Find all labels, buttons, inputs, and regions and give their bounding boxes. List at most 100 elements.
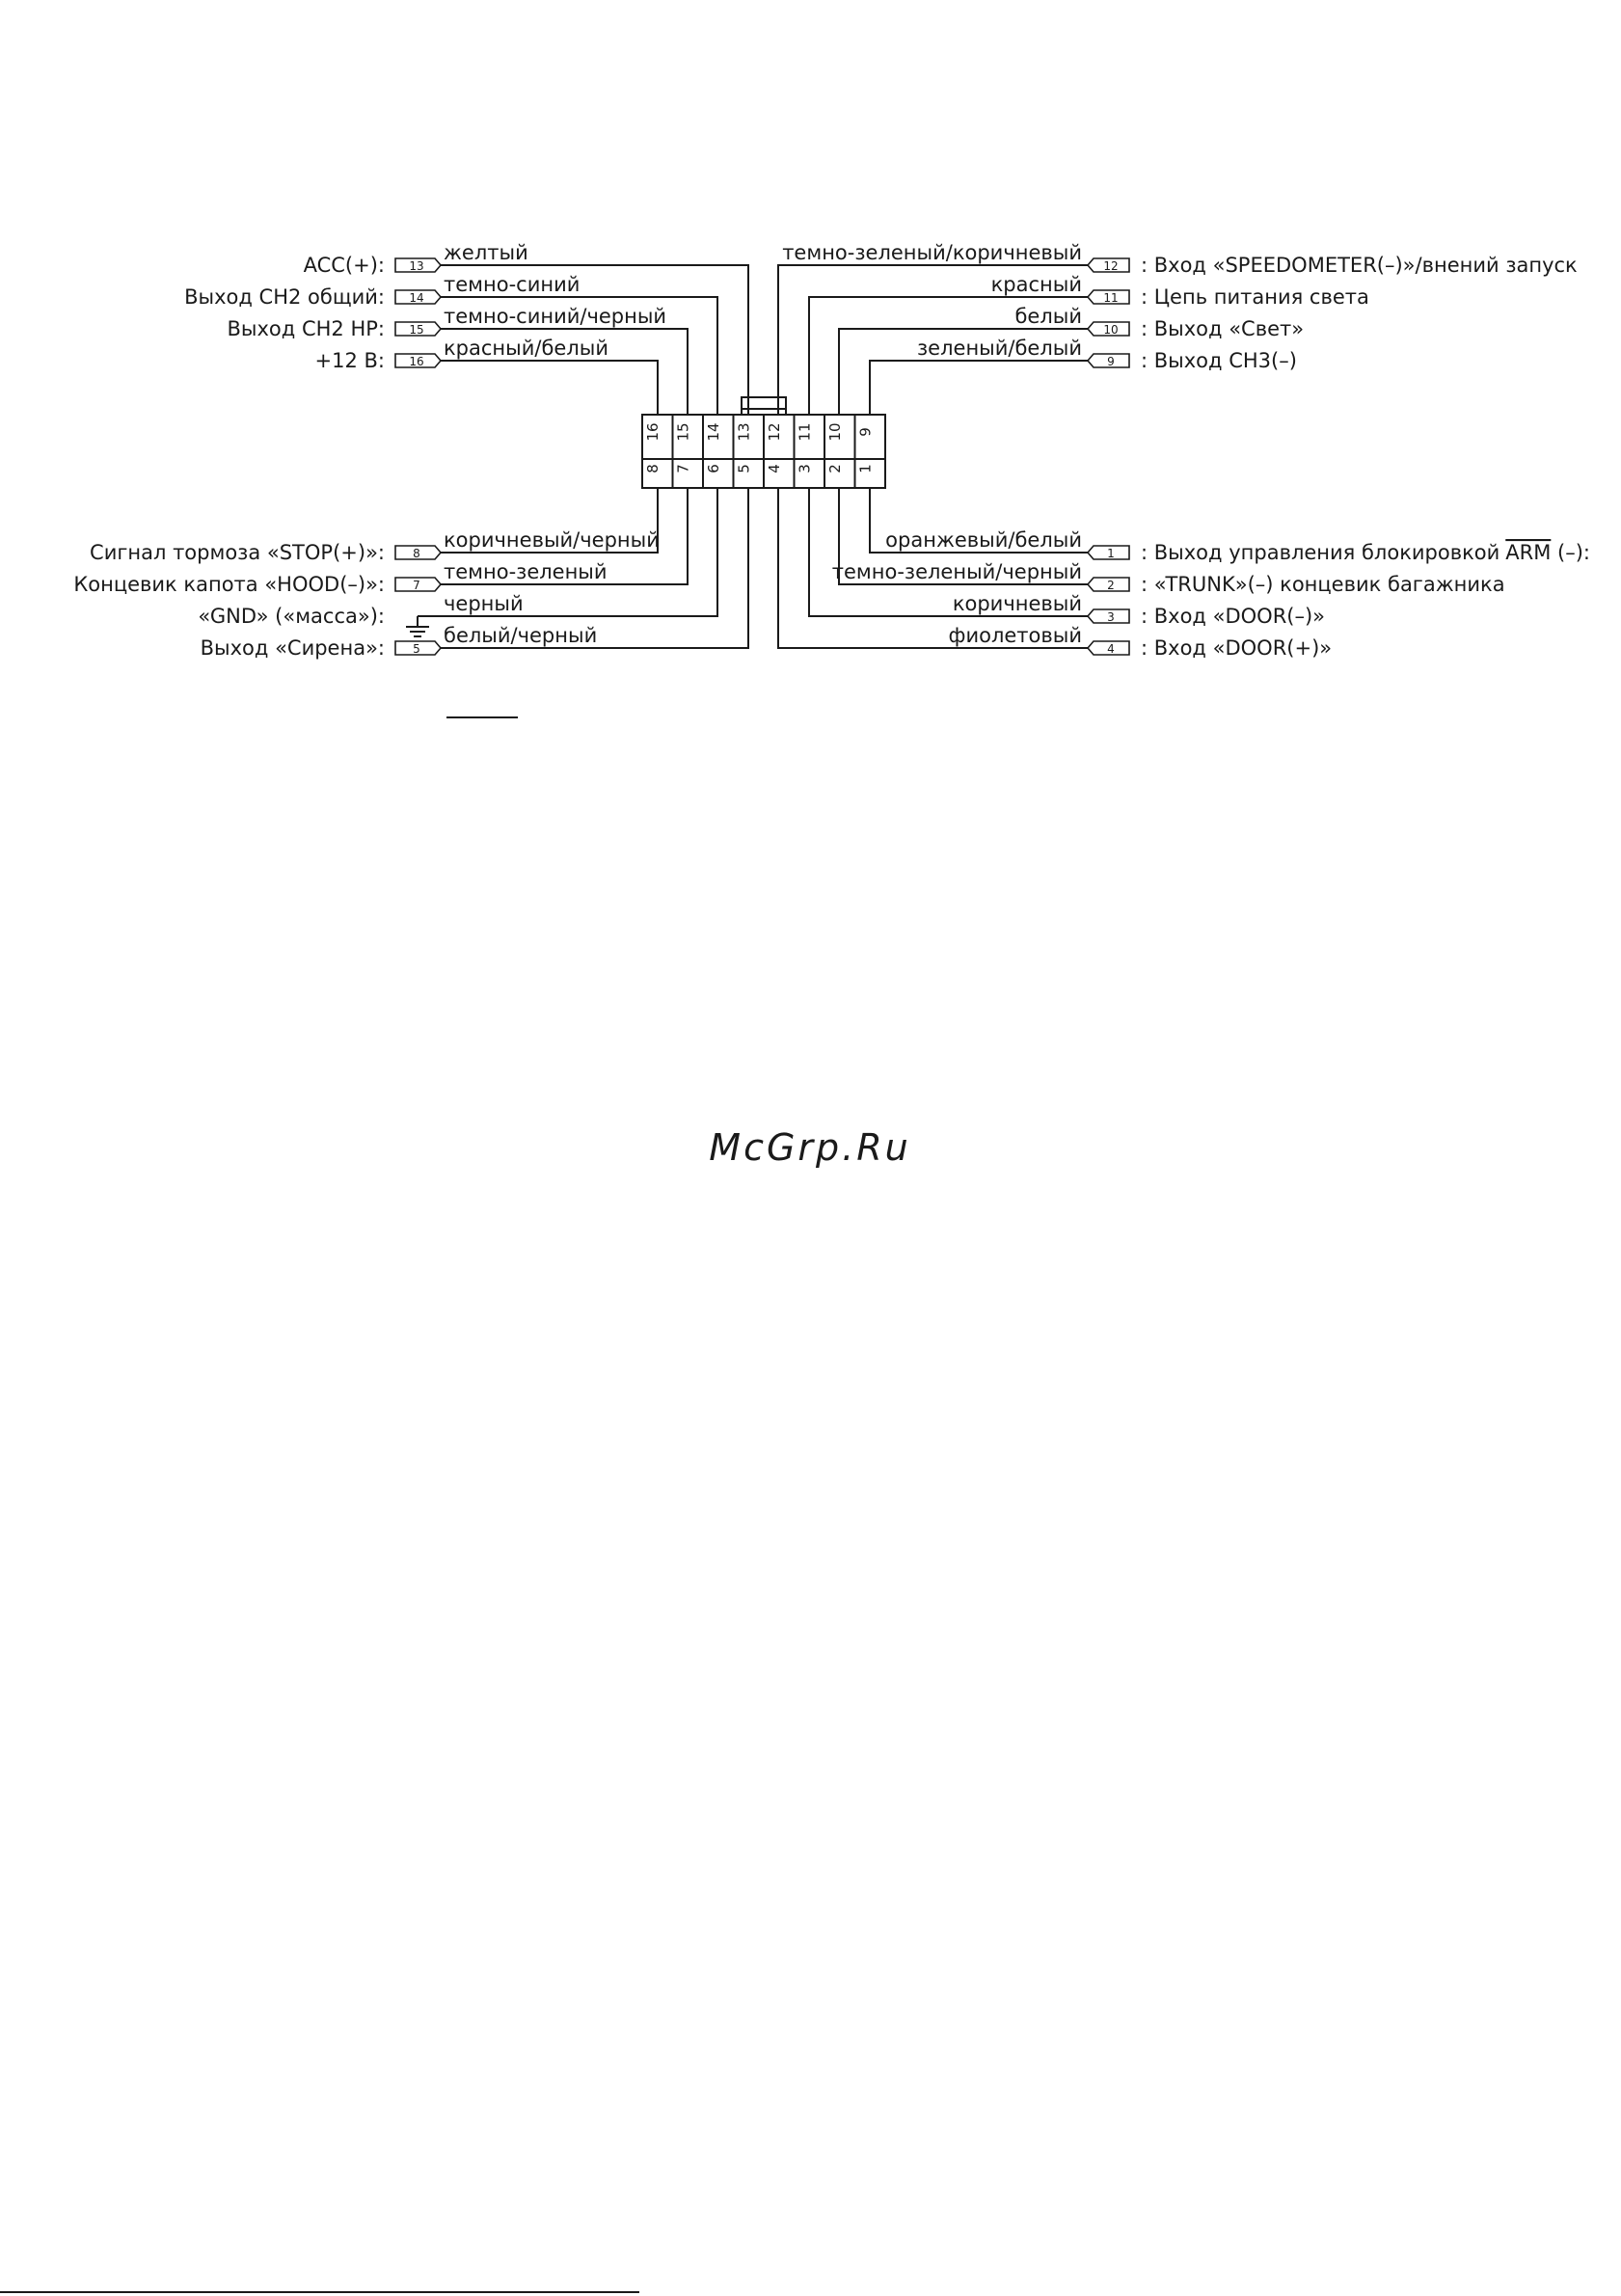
wire-color-label: коричневый/черный xyxy=(444,528,660,552)
arm-overline-word: ARM xyxy=(1505,541,1551,564)
wire-color-label: темно-синий xyxy=(444,273,580,296)
wire-12 xyxy=(777,264,1088,415)
connector-pin-number: 11 xyxy=(796,422,813,441)
wire-tag xyxy=(1086,577,1130,592)
connector-pin-number: 2 xyxy=(826,464,844,473)
wire-tag xyxy=(394,353,443,368)
wire-7 xyxy=(441,488,689,585)
connector-pin-number: 3 xyxy=(796,464,813,473)
wire-9 xyxy=(869,360,1088,415)
wire-color-label: черный xyxy=(444,592,524,615)
left-top-label: Выход CH2 общий: xyxy=(184,285,385,309)
ground-icon xyxy=(406,616,429,637)
wire-color-label: белый xyxy=(1014,305,1082,328)
wire-color-label: красный xyxy=(991,273,1082,296)
wire-tag-number: 8 xyxy=(413,547,420,560)
wire-tag xyxy=(394,257,443,273)
wire-4 xyxy=(777,488,1088,649)
connector-pin-number: 1 xyxy=(856,464,874,473)
wire-tag-number: 2 xyxy=(1107,579,1115,592)
wire-color-label: темно-зеленый xyxy=(444,560,608,583)
wire-tag-number: 4 xyxy=(1107,642,1115,656)
wire-tag-number: 7 xyxy=(413,579,420,592)
arm-label-head: : Выход управления блокировкой xyxy=(1141,541,1499,564)
connector-pin-number: 16 xyxy=(644,422,662,441)
connector-pin-number: 14 xyxy=(705,422,722,441)
wire-tag-number: 5 xyxy=(413,642,420,656)
wire-16 xyxy=(441,360,659,415)
wire-color-label: темно-синий/черный xyxy=(444,305,666,328)
left-top-label: +12 В: xyxy=(315,349,385,372)
connector-pin-number: 15 xyxy=(674,422,691,441)
wire-color-label: коричневый xyxy=(953,592,1082,615)
right-top-label: : Выход CH3(–) xyxy=(1141,349,1297,372)
wire-tag-number: 14 xyxy=(409,291,423,305)
wire-color-label: темно-зеленый/черный xyxy=(832,560,1082,583)
right-top-label: : Выход «Свет» xyxy=(1141,317,1304,340)
watermark: McGrp.Ru xyxy=(709,1126,910,1169)
wire-tag xyxy=(394,640,443,656)
left-top-label: ACC(+): xyxy=(304,254,385,277)
left-bottom-label: «GND» («масса»): xyxy=(198,605,385,628)
wire-tag xyxy=(394,289,443,305)
wire-color-label: фиолетовый xyxy=(949,624,1082,647)
wire-tag-number: 15 xyxy=(409,323,423,337)
left-bottom-label: Сигнал тормоза «STOP(+)»: xyxy=(90,541,385,564)
right-bottom-group: оранжевый/белый темно-зеленый/черный кор… xyxy=(832,528,1590,660)
left-bottom-label: Концевик капота «HOOD(–)»: xyxy=(73,573,385,596)
wire-tag xyxy=(1086,545,1130,560)
arm-label-tail: (–): xyxy=(1551,541,1590,564)
wire-tag-number: 16 xyxy=(409,355,423,368)
wire-6 xyxy=(418,488,718,617)
wire-color-label: зеленый/белый xyxy=(917,337,1082,360)
wire-color-label: оранжевый/белый xyxy=(885,528,1082,552)
wire-tag xyxy=(1086,321,1130,337)
wire-tag xyxy=(394,577,443,592)
right-bottom-label: : Выход управления блокировкой ARM (–): xyxy=(1141,541,1590,564)
wire-10 xyxy=(838,328,1088,415)
right-top-label: : Вход «SPEEDOMETER(–)»/внений запуск xyxy=(1141,254,1578,277)
wire-1 xyxy=(869,488,1088,554)
right-bottom-label: : Вход «DOOR(+)» xyxy=(1141,636,1332,660)
wire-14 xyxy=(441,296,718,415)
wire-color-label: красный/белый xyxy=(444,337,608,360)
wire-tag xyxy=(1086,289,1130,305)
connector-pin-number: 6 xyxy=(705,464,722,473)
wire-15 xyxy=(441,328,689,415)
wire-color-label: белый/черный xyxy=(444,624,597,647)
left-bottom-label: Выход «Сирена»: xyxy=(201,636,385,660)
connector-pin-number: 9 xyxy=(856,427,874,437)
connector-pin-number: 5 xyxy=(735,464,752,473)
wire-tag-number: 9 xyxy=(1107,355,1115,368)
wire-tag xyxy=(1086,353,1130,368)
connector-pin-number: 13 xyxy=(735,422,752,441)
wire-13 xyxy=(441,264,749,415)
wire-3 xyxy=(808,488,1088,617)
connector-pin-number: 10 xyxy=(826,422,844,441)
left-top-group: ACC(+): Выход CH2 общий: Выход CH2 HP: +… xyxy=(184,241,666,372)
right-top-label: : Цепь питания света xyxy=(1141,285,1369,309)
right-bottom-label: : «TRUNK»(–) концевик багажника xyxy=(1141,573,1505,596)
wire-color-label: темно-зеленый/коричневый xyxy=(782,241,1082,264)
right-top-group: темно-зеленый/коричневый красный белый з… xyxy=(782,241,1578,372)
wire-tag-number: 13 xyxy=(409,259,423,273)
right-bottom-label: : Вход «DOOR(–)» xyxy=(1141,605,1325,628)
wire-tag xyxy=(1086,640,1130,656)
left-top-label: Выход CH2 HP: xyxy=(228,317,385,340)
wire-tag xyxy=(1086,257,1130,273)
wire-tag-number: 12 xyxy=(1103,259,1118,273)
connector-pin-number: 7 xyxy=(674,464,691,473)
wire-tag-number: 1 xyxy=(1107,547,1115,560)
wire-8 xyxy=(441,488,659,554)
wire-5 xyxy=(441,488,749,649)
connector-pin-number: 8 xyxy=(644,464,662,473)
wire-tag xyxy=(1086,608,1130,624)
wire-2 xyxy=(838,488,1088,585)
connector-pin-number: 12 xyxy=(766,422,783,441)
wire-tag-number: 10 xyxy=(1103,323,1118,337)
connector-pin-cell xyxy=(853,414,886,460)
left-bottom-group: Сигнал тормоза «STOP(+)»: Концевик капот… xyxy=(73,528,660,660)
connector-pin-cell xyxy=(824,458,856,489)
